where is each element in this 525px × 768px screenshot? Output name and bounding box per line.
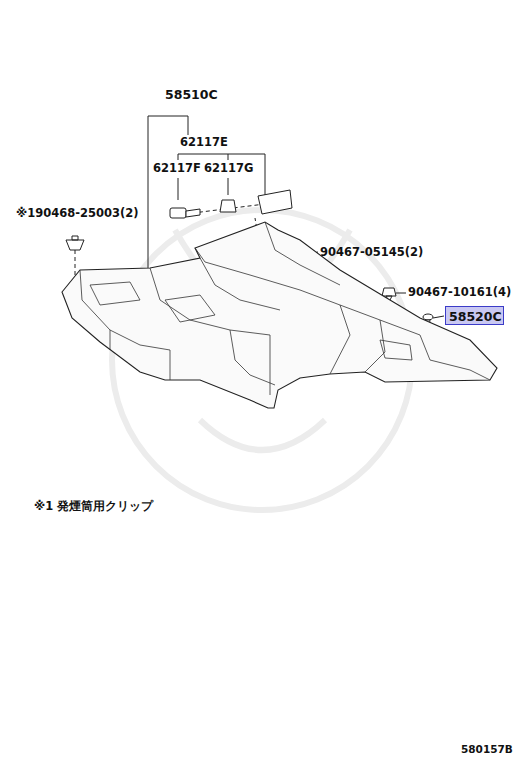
part-number: 62117G — [204, 162, 253, 175]
highlight-box: 58520C — [445, 306, 504, 325]
part-number: 58510C — [165, 88, 218, 102]
diagram-id: 580157B — [461, 744, 513, 756]
footnote: ※1 発煙筒用クリップ — [34, 500, 153, 513]
part-number: 62117F — [153, 162, 201, 175]
part-number: 62117E — [180, 136, 228, 149]
part-number: ※190468-25003(2) — [16, 207, 139, 220]
part-number: 90467-05145(2) — [320, 246, 423, 259]
part-number: 90467-10161(4) — [408, 286, 511, 299]
part-number: 58520C — [449, 309, 500, 324]
